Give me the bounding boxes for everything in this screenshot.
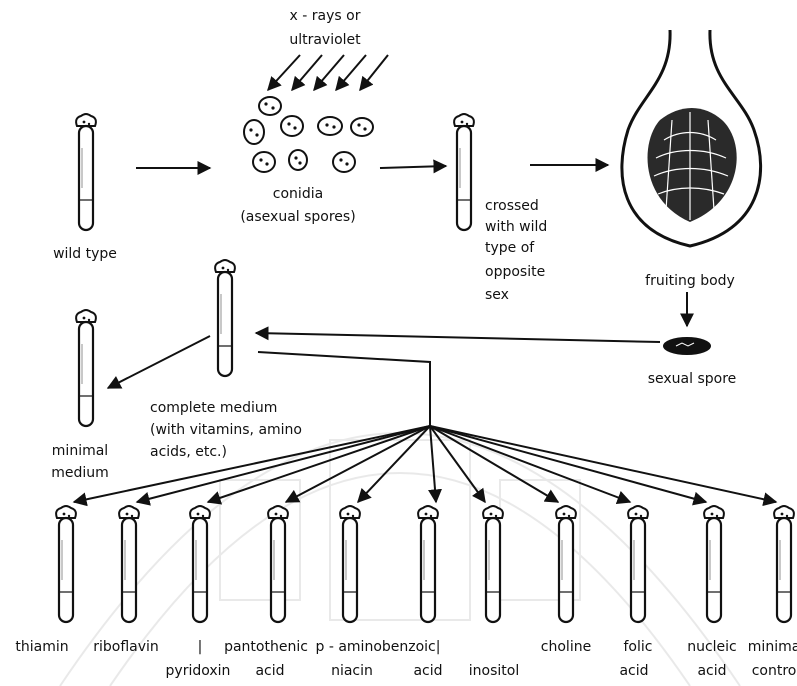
arrow-spore-to-complete [256, 333, 660, 342]
supplement-label-7-line1: choline [541, 639, 591, 655]
supplement-label-9-line2: acid [697, 663, 726, 679]
supplement-tube-2 [190, 506, 210, 622]
crossed-label-4: opposite [485, 264, 545, 280]
supplement-label-4-line1: p - aminobenzoic| [316, 639, 441, 655]
complete-medium-tube [215, 260, 235, 376]
crossed-label-2: with wild [485, 219, 547, 235]
supplement-tube-0 [56, 506, 76, 622]
supplement-label-2-line2: pyridoxin [166, 663, 231, 679]
supplement-label-6-line2: inositol [469, 663, 519, 679]
supplement-tube-4 [340, 506, 360, 622]
complete-medium-label-3: acids, etc.) [150, 444, 227, 460]
minimal-medium-label-1: minimal [52, 443, 108, 459]
sexual-spore [663, 337, 711, 355]
wild-type-label: wild type [53, 246, 117, 262]
minimal-medium-tube [76, 310, 96, 426]
supplement-tube-5 [418, 506, 438, 622]
fan-arrow-7 [430, 426, 558, 502]
supplement-label-5-line2: acid [413, 663, 442, 679]
fruiting-body-label: fruiting body [645, 273, 735, 289]
arrow-complete-to-minimal [108, 336, 210, 388]
supplement-label-2-line1: | [198, 639, 203, 655]
supplement-tube-1 [119, 506, 139, 622]
bottom-tubes: thiamin riboflavin | pyridoxin pantothenic ac… [15, 506, 797, 679]
conidia-sublabel: (asexual spores) [240, 209, 355, 225]
conidia-label: conidia [273, 186, 323, 202]
supplement-label-10-line2: control [752, 663, 797, 679]
sexual-spore-label: sexual spore [648, 371, 737, 387]
crossed-label-5: sex [485, 287, 509, 303]
supplement-label-9-line1: nucleic [687, 639, 737, 655]
arrow-conidia-to-crossed [380, 166, 446, 168]
supplement-tube-8 [628, 506, 648, 622]
complete-medium-label-1: complete medium [150, 400, 277, 416]
radiation-rays [268, 55, 388, 90]
supplement-label-4-line2: niacin [331, 663, 373, 679]
fan-arrow-9 [430, 426, 706, 502]
connector-to-hub [258, 352, 430, 426]
supplement-label-3-line1: pantothenic [224, 639, 308, 655]
minimal-medium-label-2: medium [51, 465, 109, 481]
supplement-tube-7 [556, 506, 576, 622]
supplement-tube-10 [774, 506, 794, 622]
wild-type-tube [76, 114, 96, 230]
supplement-tube-9 [704, 506, 724, 622]
supplement-tube-6 [483, 506, 503, 622]
conidia-spores [244, 97, 373, 172]
crossed-label-1: crossed [485, 198, 539, 214]
xray-label-line1: x - rays or [290, 8, 361, 24]
fan-arrow-5 [430, 426, 436, 502]
supplement-label-8-line1: folic [624, 639, 653, 655]
supplement-label-10-line1: minimal [748, 639, 797, 655]
supplement-label-3-line2: acid [255, 663, 284, 679]
complete-medium-label-2: (with vitamins, amino [150, 422, 302, 438]
supplement-label-8-line2: acid [619, 663, 648, 679]
fruiting-body [622, 30, 761, 246]
crossed-tube [454, 114, 474, 230]
supplement-tube-3 [268, 506, 288, 622]
crossed-label-3: type of [485, 240, 535, 256]
supplement-label-0-line1: thiamin [15, 639, 68, 655]
xray-label-line2: ultraviolet [289, 32, 361, 48]
supplement-label-1-line1: riboflavin [93, 639, 159, 655]
